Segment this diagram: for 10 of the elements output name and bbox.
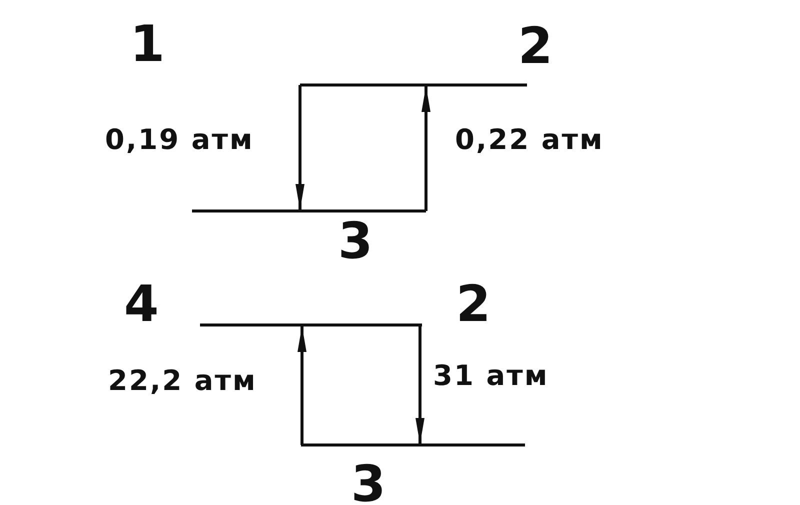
callout-number: 2 (518, 21, 553, 71)
callout-number: 1 (130, 19, 165, 69)
callout-number: 2 (456, 279, 491, 329)
pressure-label: 31 атм (433, 362, 549, 390)
callout-number: 3 (351, 459, 386, 505)
callout-number: 3 (338, 216, 373, 266)
pressure-label: 22,2 атм (108, 367, 257, 395)
pressure-label: 0,19 атм (105, 126, 254, 154)
callout-number: 4 (124, 279, 159, 329)
pressure-label: 0,22 атм (455, 126, 604, 154)
